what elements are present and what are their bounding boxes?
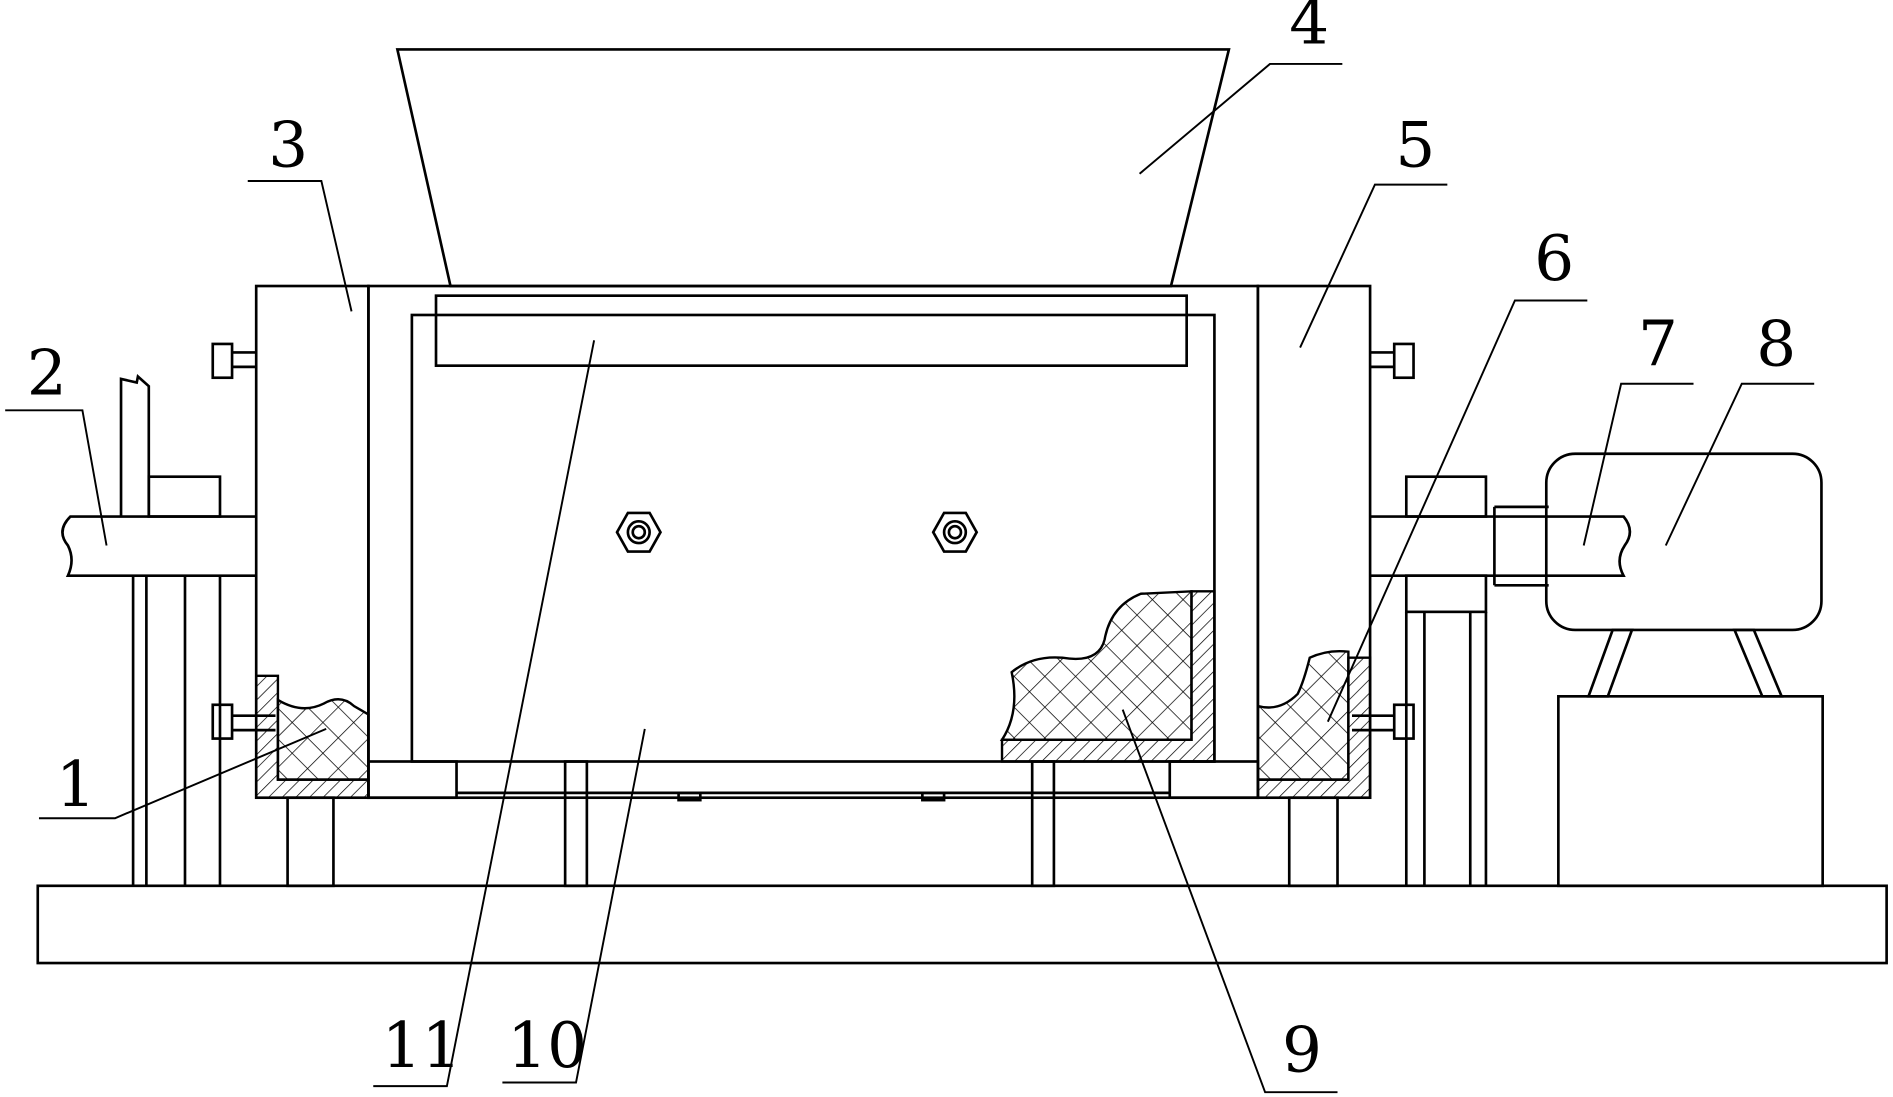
leg-center-right [1032, 762, 1054, 886]
label-7: 7 [1638, 308, 1678, 381]
left-seal [256, 676, 368, 798]
label-3: 3 [268, 109, 308, 182]
right-shaft [1370, 517, 1630, 576]
drum-material [1002, 591, 1214, 761]
nut-left [617, 513, 660, 552]
leg-right-inner [1289, 798, 1337, 886]
right-bearing-lower [1406, 576, 1486, 612]
motor-leg-right [1735, 630, 1782, 696]
leg-left-inner [288, 798, 334, 886]
right-bottom-strip [1170, 762, 1258, 798]
leader-lines [5, 64, 1814, 1092]
label-5: 5 [1395, 109, 1435, 182]
motor [1546, 454, 1821, 630]
label-8: 8 [1756, 308, 1796, 381]
label-2: 2 [27, 337, 67, 410]
label-4: 4 [1289, 0, 1329, 58]
left-top-bolt [213, 344, 256, 378]
top-bar [436, 296, 1187, 366]
left-bearing-block [149, 477, 220, 517]
left-post [121, 377, 149, 517]
right-top-bolt [1370, 344, 1413, 378]
nut-right [933, 513, 976, 552]
label-1: 1 [56, 748, 96, 821]
left-shaft [62, 517, 256, 576]
leg-center-left [565, 762, 587, 886]
hopper [397, 49, 1228, 286]
motor-stand [1558, 696, 1822, 885]
right-bearing-block [1406, 477, 1486, 517]
label-11: 11 [382, 1009, 462, 1082]
part-labels: 1 2 3 4 5 6 7 8 9 10 11 [27, 0, 1796, 1087]
base-plate [38, 886, 1887, 963]
label-6: 6 [1534, 222, 1574, 295]
right-seal [1258, 651, 1370, 798]
label-10: 10 [507, 1009, 587, 1082]
label-9: 9 [1282, 1014, 1322, 1087]
left-bottom-strip [368, 762, 456, 798]
motor-leg-left [1589, 630, 1632, 696]
